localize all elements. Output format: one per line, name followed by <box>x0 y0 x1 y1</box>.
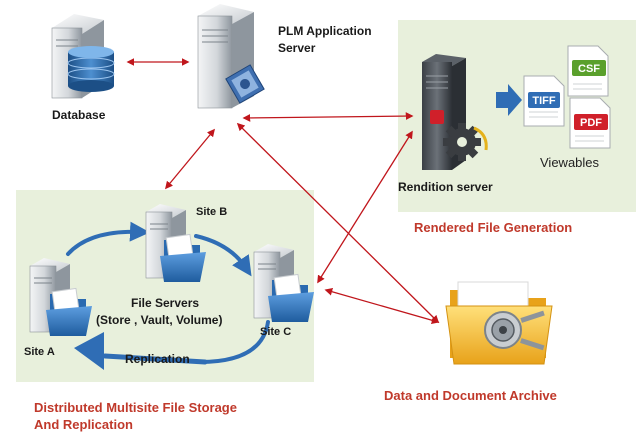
viewables-label: Viewables <box>540 155 600 170</box>
replication-label: Replication <box>125 352 190 366</box>
archive-vault-folder-icon <box>445 281 553 365</box>
plm-rendition-connector <box>242 112 414 122</box>
file-servers-label-line2: (Store , Vault, Volume) <box>96 313 223 327</box>
multisite-caption-line2: And Replication <box>34 417 133 432</box>
site-b-label: Site B <box>196 206 228 218</box>
replication-arrowhead <box>74 332 104 370</box>
site-a-folder-icon <box>46 287 92 336</box>
rendition-arrow-icon <box>473 126 488 151</box>
plm-server-label-line1: PLM Application <box>278 24 372 38</box>
site-c-folder-icon <box>268 273 314 322</box>
document-pdf-icon <box>569 97 611 149</box>
application-badge-icon <box>225 64 265 104</box>
sitec-rendition-connector <box>317 130 413 284</box>
badge-tiff: TIFF <box>532 95 555 107</box>
file-servers-label-line1: File Servers <box>131 296 200 310</box>
document-tiff-icon <box>523 75 565 127</box>
to-viewables-arrow <box>496 84 522 116</box>
site-c-label: Site C <box>260 326 292 338</box>
database-label: Database <box>52 108 106 122</box>
database-icon <box>51 14 115 99</box>
site-a-label: Site A <box>24 346 55 358</box>
site-b-folder-icon <box>160 233 206 282</box>
plm-server-icon <box>197 4 265 109</box>
archive-caption: Data and Document Archive <box>384 388 557 403</box>
rendered-file-generation-caption: Rendered File Generation <box>414 220 573 235</box>
connectors <box>126 58 440 325</box>
document-csf-icon <box>567 45 609 97</box>
badge-csf: CSF <box>578 63 600 75</box>
badge-pdf: PDF <box>580 117 602 129</box>
replication-loop <box>66 221 270 365</box>
gear-icon <box>443 123 481 161</box>
rendition-server-label: Rendition server <box>398 180 493 194</box>
plm-server-label-line2: Server <box>278 41 316 55</box>
plm-multisite-connector <box>165 128 215 190</box>
sitec-archive-connector <box>324 287 440 325</box>
multisite-caption-line1: Distributed Multisite File Storage <box>34 400 237 415</box>
